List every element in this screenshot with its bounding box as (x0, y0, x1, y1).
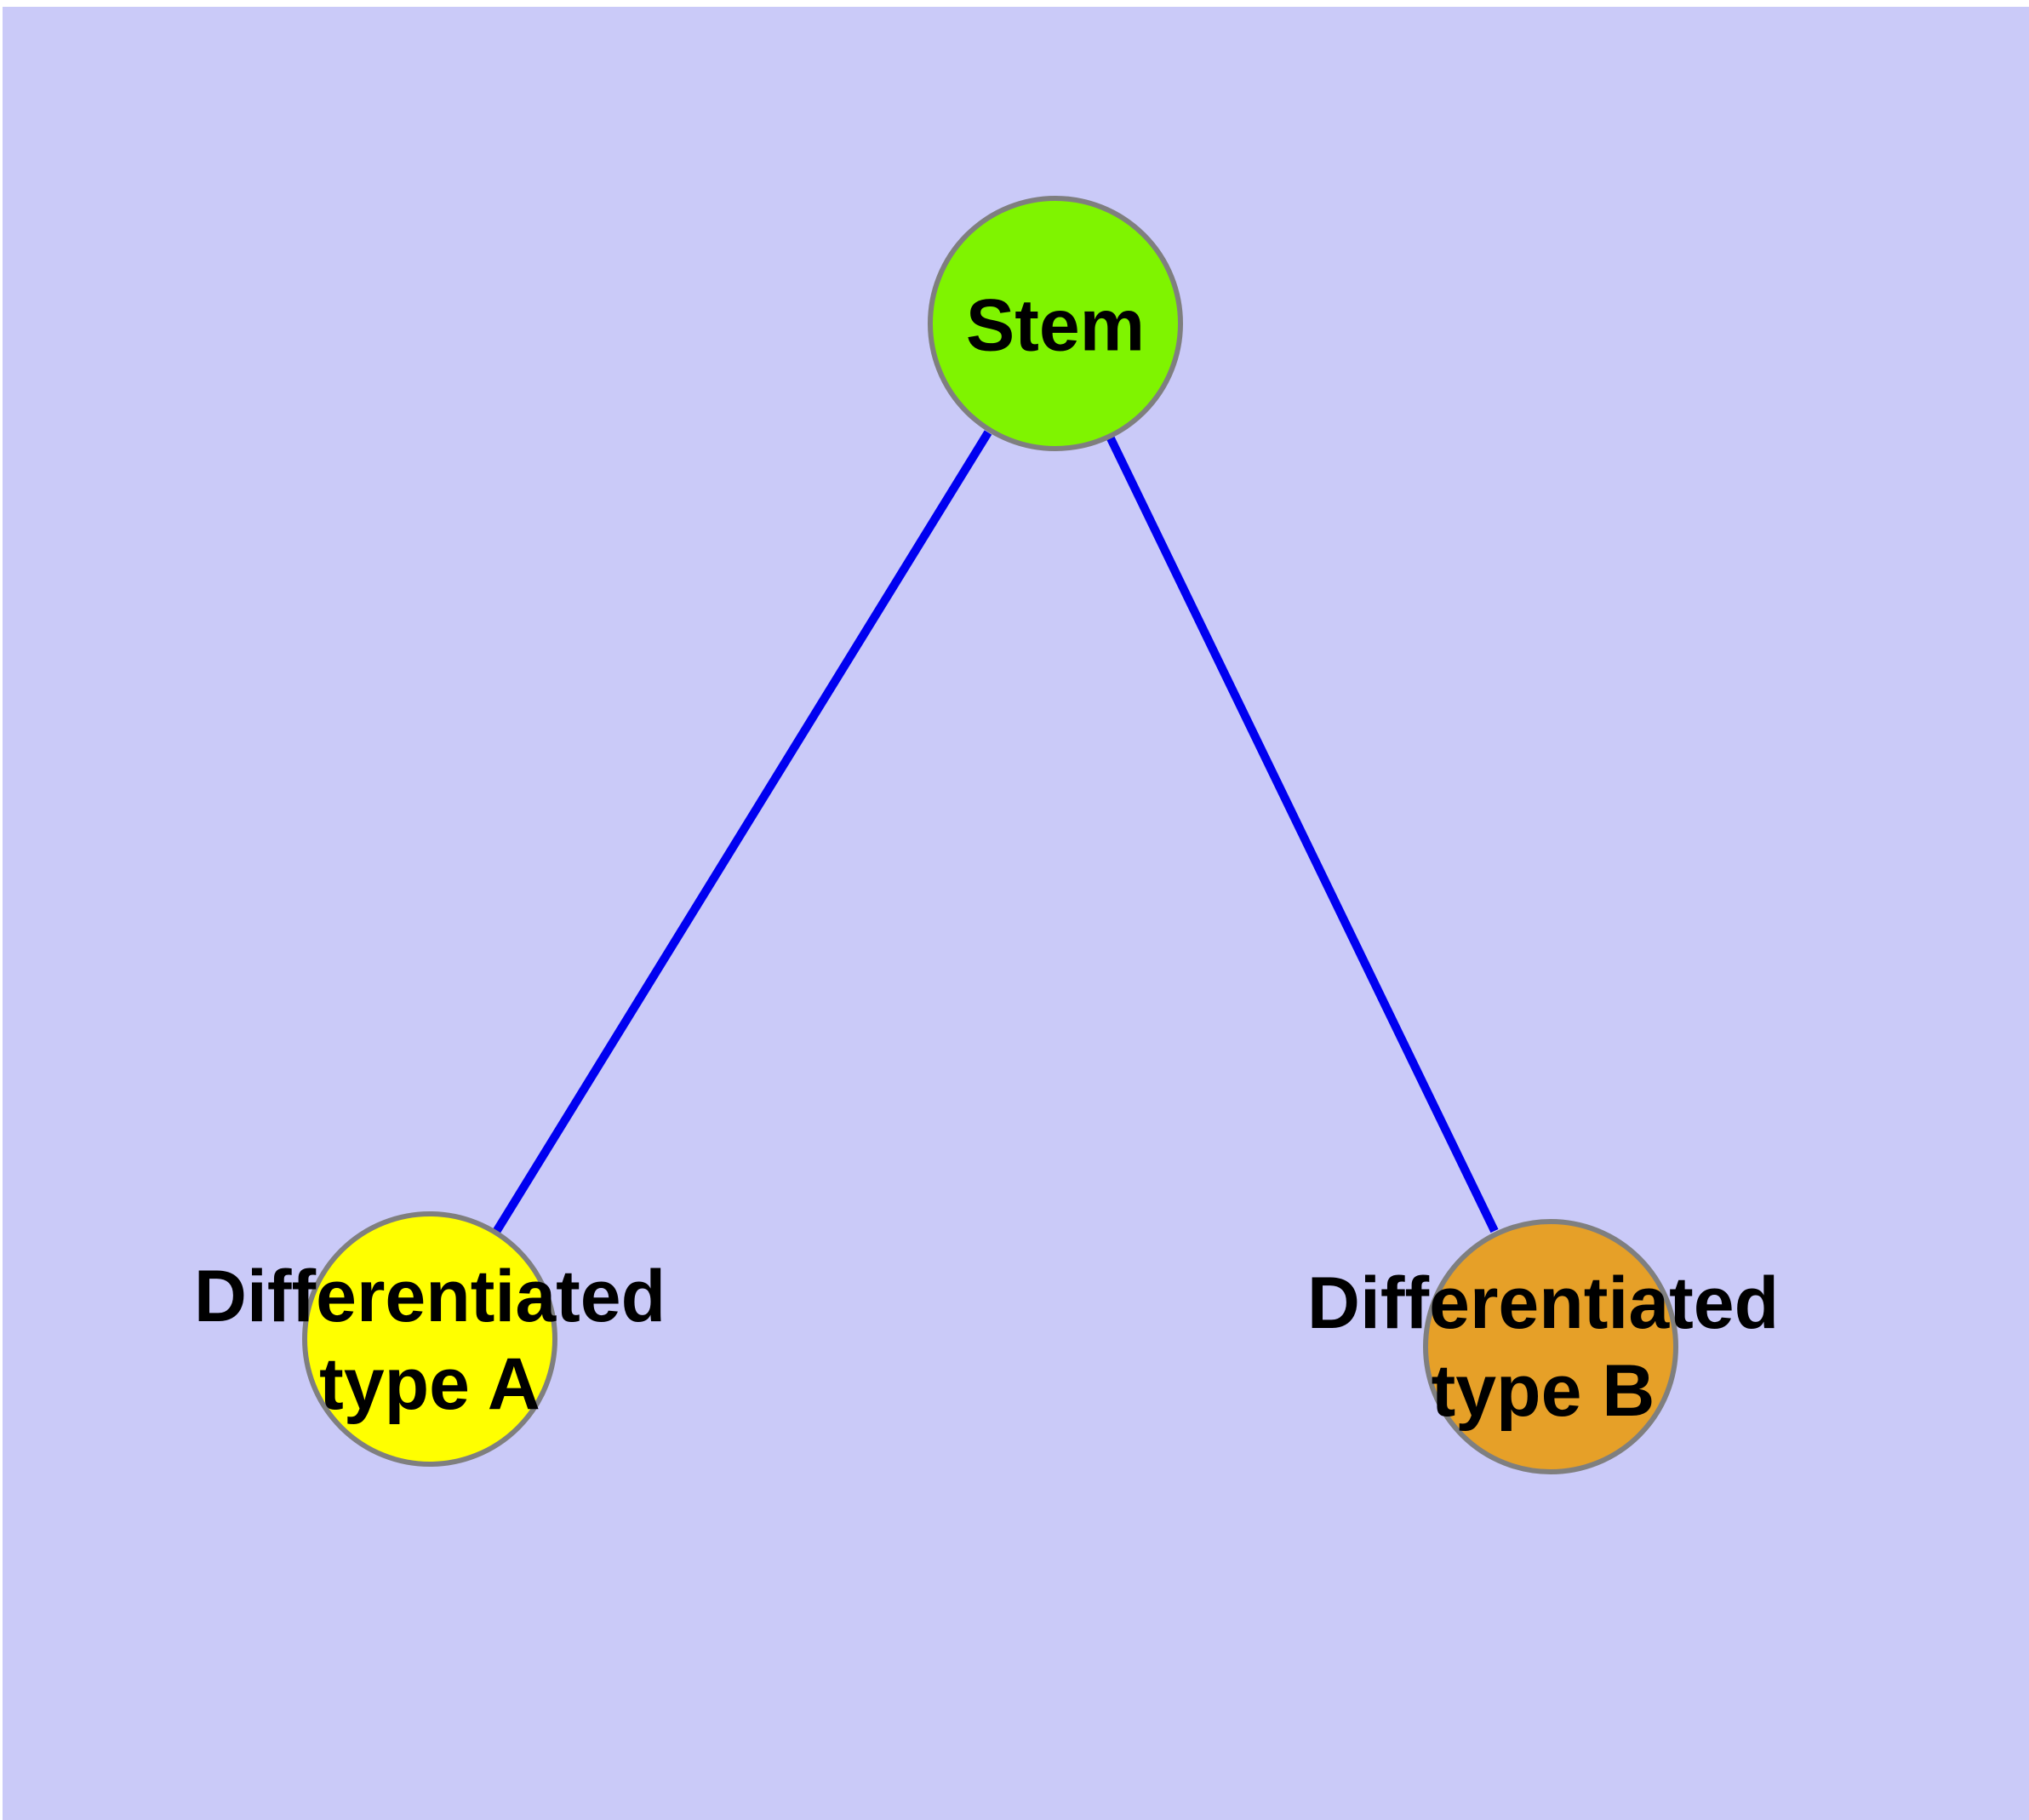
node-differentiated-type-b-label: Differentiated type B (1306, 1262, 1780, 1432)
node-stem-label: Stem (965, 284, 1146, 367)
node-differentiated-type-b (1423, 1219, 1678, 1474)
diagram-canvas: Stem Differentiated type A Differentiate… (3, 7, 2029, 1820)
node-stem (928, 196, 1183, 451)
edge-stem-to-type-b (1106, 436, 1499, 1233)
node-differentiated-type-a (302, 1211, 557, 1467)
edges-layer (492, 430, 1499, 1234)
node-differentiated-type-a-label: Differentiated type A (193, 1255, 666, 1425)
edge-stem-to-type-a (492, 430, 992, 1234)
